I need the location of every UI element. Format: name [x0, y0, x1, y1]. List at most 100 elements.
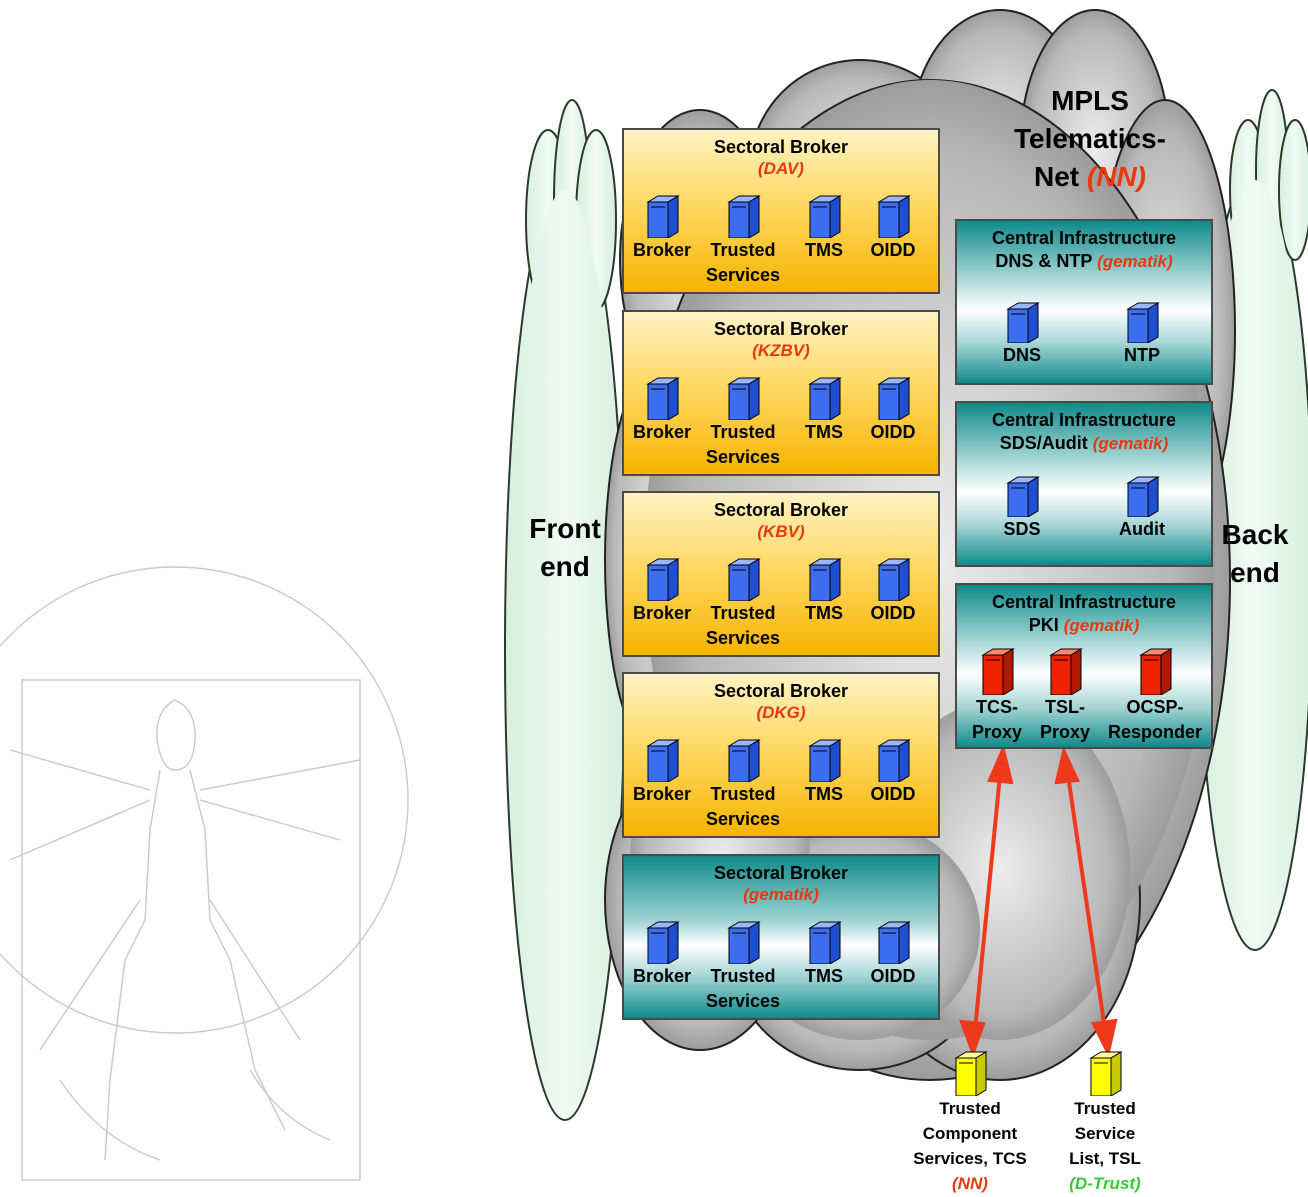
cloud-title-line2: Telematics- — [1014, 123, 1166, 154]
broker-operator: (KZBV) — [752, 341, 810, 360]
backend-label: Back end — [1221, 519, 1289, 588]
server-icon — [808, 739, 842, 782]
server-oidd: OIDD — [860, 557, 926, 626]
frontend-label: Front end — [529, 513, 601, 582]
arrowhead-up — [1054, 745, 1080, 785]
broker-operator: (gematik) — [743, 885, 819, 904]
server-oidd: OIDD — [860, 376, 926, 445]
broker-title: Sectoral Broker — [713, 319, 849, 339]
external-tcs: Trusted Component Services, TCS (NN) — [895, 1050, 1045, 1196]
server-tms: TMS — [794, 194, 854, 263]
server-icon — [877, 558, 911, 601]
server-broker: Broker — [626, 738, 698, 807]
server-icon — [1006, 302, 1040, 343]
cloud-title-line3: Net (NN) — [1034, 161, 1146, 192]
server-icon — [646, 558, 680, 601]
server-broker: Broker — [626, 557, 698, 626]
server-broker: Broker — [626, 376, 698, 445]
server-icon — [727, 739, 761, 782]
infra-subtitle: PKI (gematik) — [1028, 615, 1140, 635]
vitruvian-man-sketch — [0, 566, 409, 1181]
server-icon — [877, 739, 911, 782]
broker-title: Sectoral Broker — [713, 681, 849, 701]
external-operator: (NN) — [952, 1174, 988, 1193]
arrowhead-down — [959, 1019, 986, 1058]
arrowhead-down — [1090, 1018, 1118, 1058]
server-icon — [646, 195, 680, 238]
broker-title: Sectoral Broker — [713, 137, 849, 157]
infra-dns-ntp: Central Infrastructure DNS & NTP (gemati… — [955, 219, 1213, 385]
server-icon — [727, 558, 761, 601]
server-icon — [877, 195, 911, 238]
server-tsl-proxy: TSL-Proxy — [1031, 647, 1099, 745]
server-ntp: NTP — [1107, 301, 1177, 368]
connection-arrows — [959, 743, 1118, 1058]
server-dns: DNS — [987, 301, 1057, 368]
broker-title: Sectoral Broker — [713, 500, 849, 520]
server-yellow-icon — [1089, 1051, 1123, 1096]
server-icon — [808, 195, 842, 238]
frontend-cloud — [504, 99, 626, 1121]
server-oidd: OIDD — [860, 738, 926, 807]
server-icon — [808, 558, 842, 601]
server-ocsp-responder: OCSP-Responder — [1099, 647, 1211, 745]
external-operator: (D-Trust) — [1069, 1174, 1141, 1193]
server-oidd: OIDD — [860, 194, 926, 263]
cloud-title-line1: MPLS — [1051, 85, 1129, 116]
infra-operator: (gematik) — [1092, 434, 1169, 453]
broker-operator: (KBV) — [757, 522, 805, 541]
mpls-cloud-title: MPLS Telematics- Net (NN) — [990, 82, 1190, 196]
server-tcs-proxy: TCS-Proxy — [963, 647, 1031, 745]
broker-title: Sectoral Broker — [713, 863, 849, 883]
server-red-icon — [981, 648, 1015, 695]
server-icon — [727, 377, 761, 420]
infra-title: Central Infrastructure — [991, 592, 1177, 612]
infra-title: Central Infrastructure — [991, 410, 1177, 430]
server-icon — [727, 921, 761, 964]
infra-sds-audit: Central Infrastructure SDS/Audit (gemati… — [955, 401, 1213, 567]
server-icon — [1006, 476, 1040, 517]
server-icon — [646, 377, 680, 420]
server-red-icon — [1139, 648, 1173, 695]
server-tms: TMS — [794, 376, 854, 445]
server-icon — [1126, 476, 1160, 517]
server-icon — [646, 921, 680, 964]
server-icon — [727, 195, 761, 238]
server-icon — [877, 921, 911, 964]
broker-operator: (DAV) — [758, 159, 804, 178]
server-icon — [1126, 302, 1160, 343]
cloud-operator: (NN) — [1086, 161, 1146, 192]
infra-subtitle: SDS/Audit (gematik) — [999, 433, 1169, 453]
infra-operator: (gematik) — [1063, 616, 1140, 635]
external-tsl: Trusted Service List, TSL (D-Trust) — [1050, 1050, 1160, 1196]
server-tms: TMS — [794, 557, 854, 626]
broker-operator: (DKG) — [756, 703, 806, 722]
infra-title: Central Infrastructure — [991, 228, 1177, 248]
server-sds: SDS — [987, 475, 1057, 542]
server-yellow-icon — [954, 1051, 988, 1096]
server-tms: TMS — [794, 738, 854, 807]
arrowhead-up — [987, 743, 1014, 785]
infra-operator: (gematik) — [1097, 252, 1173, 271]
server-tms: TMS — [794, 920, 854, 989]
server-icon — [808, 921, 842, 964]
server-broker: Broker — [626, 920, 698, 989]
server-icon — [646, 739, 680, 782]
server-audit: Audit — [1102, 475, 1182, 542]
infra-pki: Central Infrastructure PKI (gematik) TCS… — [955, 583, 1213, 749]
server-broker: Broker — [626, 194, 698, 263]
server-icon — [808, 377, 842, 420]
infra-subtitle: DNS & NTP (gematik) — [995, 251, 1173, 271]
server-oidd: OIDD — [860, 920, 926, 989]
server-red-icon — [1049, 648, 1083, 695]
